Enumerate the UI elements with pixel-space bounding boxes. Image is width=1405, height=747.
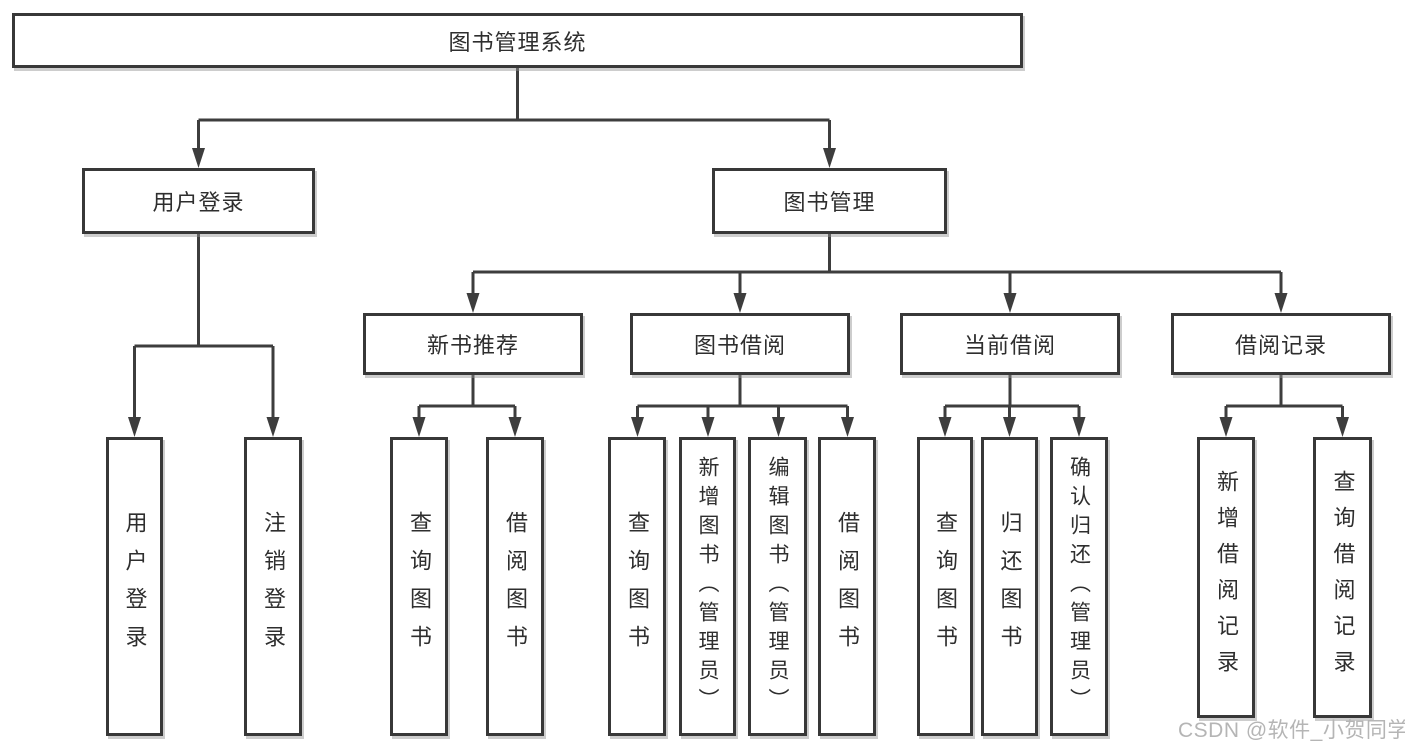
leaf-cb-query-books: 查询图书 xyxy=(917,437,973,736)
leaf-bb-add-books-admin-label: 新增图书（管理员） xyxy=(696,456,719,717)
leaf-user-login: 用户登录 xyxy=(106,437,163,736)
node-current-borrowing-label: 当前借阅 xyxy=(963,333,1056,358)
leaf-br-add-record: 新增借阅记录 xyxy=(1197,437,1255,718)
node-root: 图书管理系统 xyxy=(12,13,1023,68)
leaf-bb-query-books-label: 查询图书 xyxy=(625,510,650,663)
node-user-login-label: 用户登录 xyxy=(152,190,245,215)
leaf-br-add-record-label: 新增借阅记录 xyxy=(1214,469,1239,686)
leaf-logout: 注销登录 xyxy=(244,437,302,736)
node-new-book-recommend-label: 新书推荐 xyxy=(426,333,519,358)
node-book-borrowing: 图书借阅 xyxy=(630,313,850,375)
leaf-nbr-borrow-books: 借阅图书 xyxy=(486,437,544,736)
leaf-cb-confirm-return-admin-label: 确认归还（管理员） xyxy=(1067,456,1091,717)
node-borrowing-records: 借阅记录 xyxy=(1171,313,1391,375)
node-book-borrowing-label: 图书借阅 xyxy=(693,333,786,358)
leaf-cb-return-books: 归还图书 xyxy=(981,437,1038,736)
leaf-user-login-label: 用户登录 xyxy=(122,510,148,663)
leaf-br-query-record: 查询借阅记录 xyxy=(1313,437,1372,718)
leaf-nbr-query-books-label: 查询图书 xyxy=(407,510,432,663)
leaf-cb-confirm-return-admin: 确认归还（管理员） xyxy=(1050,437,1108,736)
leaf-cb-query-books-label: 查询图书 xyxy=(933,510,958,663)
arrowheads xyxy=(128,148,1349,437)
leaf-bb-borrow-books: 借阅图书 xyxy=(818,437,876,736)
node-book-management: 图书管理 xyxy=(712,168,947,234)
node-book-management-label: 图书管理 xyxy=(783,190,876,215)
leaf-bb-borrow-books-label: 借阅图书 xyxy=(835,510,860,663)
csdn-watermark: CSDN @软件_小贺同学 xyxy=(1178,719,1405,742)
node-root-label: 图书管理系统 xyxy=(448,29,587,55)
node-current-borrowing: 当前借阅 xyxy=(900,313,1120,375)
leaf-logout-label: 注销登录 xyxy=(261,510,286,663)
leaf-bb-edit-books-admin-label: 编辑图书（管理员） xyxy=(766,456,789,717)
node-borrowing-records-label: 借阅记录 xyxy=(1234,333,1327,358)
node-user-login: 用户登录 xyxy=(82,168,315,234)
leaf-nbr-borrow-books-label: 借阅图书 xyxy=(503,510,528,663)
leaf-bb-add-books-admin: 新增图书（管理员） xyxy=(679,437,736,736)
leaf-br-query-record-label: 查询借阅记录 xyxy=(1330,469,1356,686)
leaf-bb-query-books: 查询图书 xyxy=(608,437,666,736)
leaf-nbr-query-books: 查询图书 xyxy=(390,437,448,736)
node-new-book-recommend: 新书推荐 xyxy=(363,313,583,375)
leaf-bb-edit-books-admin: 编辑图书（管理员） xyxy=(748,437,807,736)
leaf-cb-return-books-label: 归还图书 xyxy=(997,510,1023,663)
